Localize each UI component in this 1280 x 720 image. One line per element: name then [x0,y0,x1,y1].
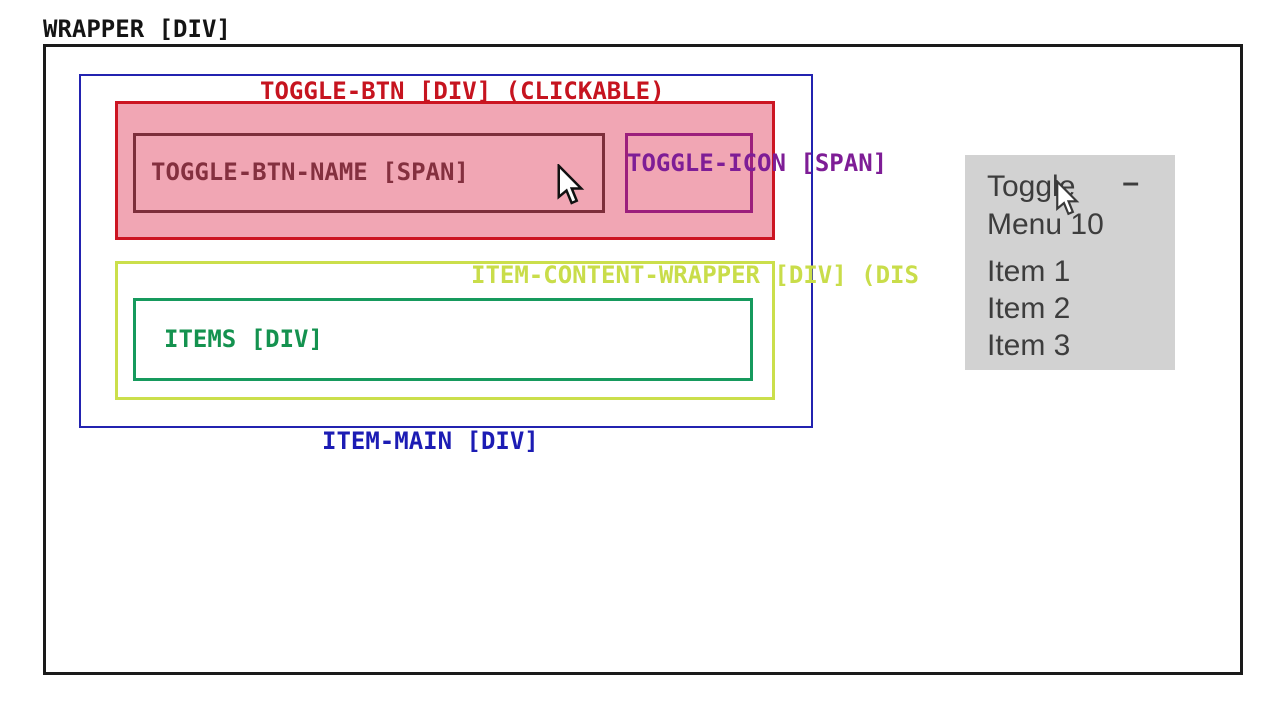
menu-item-list: Item 1 Item 2 Item 3 [987,253,1175,364]
item-main-label: ITEM-MAIN [DIV] [322,427,539,455]
menu-toggle-button[interactable]: Toggle Menu 10 – [987,166,1157,244]
item-content-wrapper-label: ITEM-CONTENT-WRAPPER [DIV] (DIS [471,261,919,289]
toggle-btn-name-box: TOGGLE-BTN-NAME [SPAN] [133,133,605,213]
menu-item[interactable]: Item 1 [987,255,1071,288]
mouse-cursor-icon [1056,180,1080,216]
toggle-icon-label: TOGGLE-ICON [SPAN] [627,149,888,177]
item-main-box [79,74,813,428]
items-box: ITEMS [DIV] [133,298,753,381]
item-content-wrapper-box [115,261,775,400]
wrapper-label: WRAPPER [DIV] [43,15,231,43]
menu-toggle-label: Toggle Menu 10 [987,170,1104,241]
toggle-btn-box [115,101,775,240]
items-label: ITEMS [DIV] [164,324,323,353]
mouse-cursor-icon [557,164,585,205]
collapse-minus-icon[interactable]: – [1122,166,1139,199]
menu-item[interactable]: Item 2 [987,292,1071,325]
toggle-btn-label: TOGGLE-BTN [DIV] (CLICKABLE) [260,77,665,105]
wrapper-box [43,44,1243,675]
toggle-icon-box [625,133,753,213]
menu-preview: Toggle Menu 10 – Item 1 Item 2 Item 3 [965,155,1175,370]
toggle-btn-name-label: TOGGLE-BTN-NAME [SPAN] [151,158,469,187]
menu-item[interactable]: Item 3 [987,329,1071,362]
